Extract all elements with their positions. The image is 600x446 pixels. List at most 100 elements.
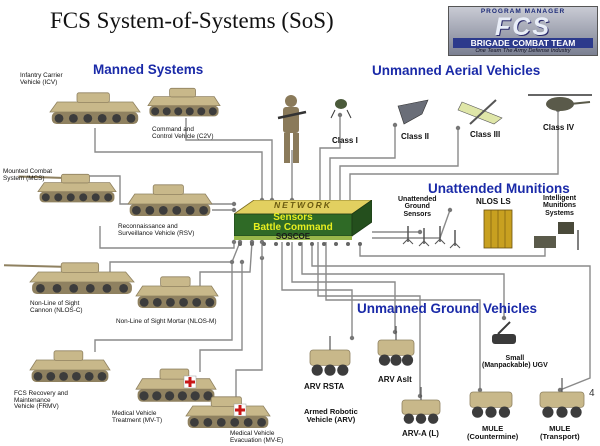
label-uav-class-2: Class II <box>401 132 430 141</box>
label-nlos-ls: NLOS LS <box>476 197 511 206</box>
vehicle-mcs-wheel-0 <box>41 193 50 202</box>
logo-program-manager: PROGRAM MANAGER <box>480 8 566 15</box>
soldier-head <box>285 95 297 107</box>
wire-13 <box>329 125 396 200</box>
wire-node-8 <box>239 259 245 265</box>
ugv-arv-a-l-wheel-2 <box>427 413 439 424</box>
vehicle-nlos-m-hull <box>135 285 219 297</box>
vehicle-mv-t-hull <box>135 378 217 390</box>
ugv-arv-rsta-wheel-1 <box>324 364 336 376</box>
wire-7 <box>94 262 233 352</box>
ugv-mule-countermine-wheel-2 <box>498 406 511 418</box>
wire-node-13 <box>392 122 398 128</box>
vehicle-icv-wheel-0 <box>54 114 64 123</box>
nlos-ls-graphic <box>483 209 513 249</box>
vehicle-mv-e-cross-h <box>235 408 245 412</box>
ugs-sensor-legs-3 <box>449 242 461 249</box>
label-arv-aslt: ARV Aslt <box>378 375 412 384</box>
wire-node-4 <box>231 239 237 245</box>
wire-node-3 <box>231 207 237 213</box>
uav-class-1-graphic <box>330 99 352 119</box>
vehicle-mcs-turret <box>61 173 90 184</box>
ugv-mule-transport-wheel-0 <box>542 406 554 418</box>
vehicle-icv-track <box>51 112 139 124</box>
vehicle-mv-t-wheel-4 <box>190 391 200 401</box>
vehicle-mv-t-wheel-2 <box>164 391 175 401</box>
vehicle-nlos-m-wheel-0 <box>139 298 149 307</box>
heading-uav: Unmanned Aerial Vehicles <box>372 63 541 78</box>
ugv-arv-aslt-wheel-2 <box>401 354 414 366</box>
label-mcs-line2: System (MCS) <box>3 174 45 182</box>
wire-5 <box>109 241 241 276</box>
label-mv-e-line2: Evacuation (MV-E) <box>230 436 284 444</box>
hub-port-348 <box>346 242 350 246</box>
wire-14 <box>339 128 459 200</box>
uav-class-1-leg-1 <box>330 109 336 119</box>
vehicle-mv-t-cross-h <box>185 380 195 384</box>
vehicle-mcs <box>18 173 117 203</box>
vehicle-frmv <box>29 350 111 382</box>
vehicle-rsv-wheel-4 <box>185 206 195 215</box>
ugv-arv-aslt <box>377 326 415 366</box>
ugv-arv-aslt-wheel-0 <box>378 354 391 366</box>
label-c2v: Command and Control Vehicle (C2V) <box>152 126 213 140</box>
soldier-figure <box>277 95 307 163</box>
vehicle-icv-wheel-5 <box>126 114 136 123</box>
hub-sensors-label: Sensors <box>273 212 313 223</box>
label-rsv: Reconnaissance and Surveillance Vehicle … <box>118 223 195 237</box>
ugs-sensor-legs-0 <box>402 238 414 245</box>
vehicle-nlos-m-wheel-1 <box>152 298 162 307</box>
vehicle-nlos-m-wheel-5 <box>205 298 215 307</box>
hub-port-252 <box>250 242 254 246</box>
vehicle-c2v-wheel-2 <box>174 107 183 116</box>
vehicle-rsv-wheel-2 <box>158 206 168 215</box>
vehicle-rsv-turret <box>152 184 184 195</box>
vehicle-nlos-c-track <box>32 282 132 294</box>
hub-port-324 <box>322 242 326 246</box>
vehicle-mcs-track <box>39 191 115 203</box>
vehicle-rsv-hull <box>127 193 213 205</box>
vehicle-c2v <box>147 87 221 117</box>
heading-unattended-munitions: Unattended Munitions <box>428 181 570 196</box>
label-mule-transport: MULE (Transport) <box>540 425 580 441</box>
vehicle-nlos-c-hull <box>29 271 135 283</box>
label-c2v-line1: Command and <box>152 126 194 133</box>
uav-class-4-tail <box>569 101 591 105</box>
vehicle-icv-wheel-3 <box>97 114 107 123</box>
label-mule-t-line2: (Transport) <box>540 431 580 441</box>
wire-22 <box>311 242 591 391</box>
hub-network-label: NETWORK <box>274 200 332 210</box>
wire-23 <box>317 242 421 396</box>
label-rsv-line2: Surveillance Vehicle (RSV) <box>118 229 195 237</box>
label-icv: Infantry Carrier Vehicle (ICV) <box>20 72 63 86</box>
vehicle-frmv-track <box>31 370 109 382</box>
vehicle-nlos-m-wheel-4 <box>192 298 202 307</box>
uav-class-3-graphic <box>457 99 503 125</box>
vehicle-mcs-wheel-4 <box>91 193 100 202</box>
hub-soscoe-label: SOSCOE <box>275 232 311 241</box>
label-arv-line1: Armed Robotic <box>304 407 358 416</box>
vehicle-mv-e-wheel-0 <box>190 418 199 427</box>
vehicle-c2v-hull <box>147 96 221 106</box>
ugv-small-arm <box>497 321 511 335</box>
ims-box-2 <box>558 222 574 234</box>
vehicle-nlos-c <box>3 262 135 294</box>
hub-battle-command-label: Battle Command <box>253 222 333 233</box>
wire-node-16 <box>417 229 423 235</box>
label-mv-e-line1: Medical Vehicle <box>230 430 275 437</box>
vehicle-mv-e-hull <box>185 405 271 417</box>
vehicle-c2v-track <box>149 105 219 117</box>
vehicle-c2v-wheel-5 <box>208 107 217 116</box>
uav-class-2-body <box>397 99 429 125</box>
ugv-arv-rsta-body <box>309 349 351 366</box>
vehicle-nlos-m-wheel-3 <box>179 298 188 307</box>
wire-18 <box>359 240 546 257</box>
vehicle-frmv-wheel-4 <box>84 372 94 381</box>
uav-class-2-graphic <box>397 99 429 125</box>
vehicle-nlos-m <box>135 276 219 308</box>
ims-box-1 <box>534 236 556 248</box>
ugv-arv-aslt-wheel-1 <box>390 354 402 366</box>
vehicle-c2v-turret <box>169 87 196 98</box>
